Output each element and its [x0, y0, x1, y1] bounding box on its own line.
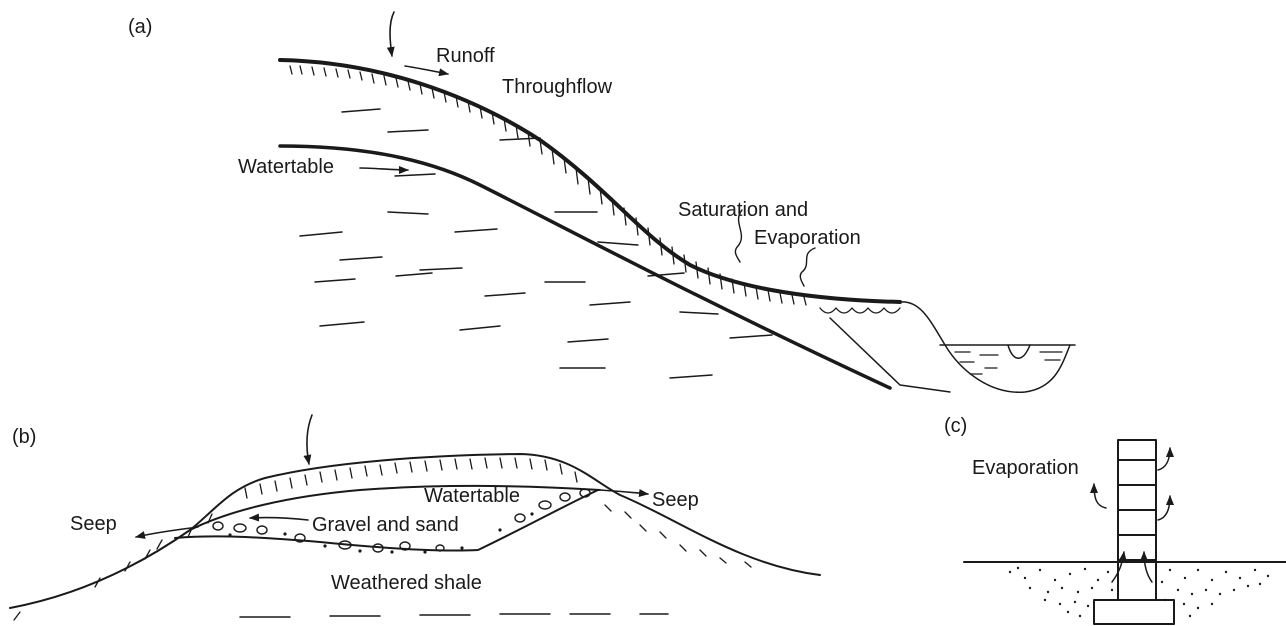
footing: [1094, 600, 1174, 624]
evaporation-arrow-1: [1158, 448, 1170, 470]
hill-hatching: [14, 458, 751, 620]
seep-label-right: Seep: [652, 489, 699, 511]
soil-hatching: [290, 66, 806, 305]
saturation-label: Saturation and: [678, 199, 808, 221]
throughflow-label: Throughflow: [502, 76, 613, 98]
evaporation-arrow-3: [1094, 484, 1106, 508]
seep-label-left: Seep: [70, 513, 117, 535]
evaporation-arrow-2: [1158, 496, 1170, 520]
rain-arrow-b: [307, 415, 312, 464]
panel-c-tag: (c): [944, 415, 967, 437]
shale-dashes: [240, 614, 668, 617]
panel-a: (a) Runoff Throughflow Watertable: [128, 12, 1075, 392]
rain-arrow: [390, 12, 394, 56]
seep-arrow-right: [600, 490, 648, 494]
watertable-line: [280, 146, 890, 388]
runoff-label: Runoff: [436, 45, 495, 67]
capillary-arrow-2: [1144, 552, 1152, 582]
wall-column: [1118, 440, 1156, 600]
watertable-label-a: Watertable: [238, 156, 334, 178]
panel-c: (c): [944, 415, 1286, 624]
slope-toe: [830, 318, 950, 392]
gravel-label: Gravel and sand: [312, 514, 459, 536]
panel-a-tag: (a): [128, 16, 152, 38]
panel-b: (b): [10, 415, 820, 620]
runoff-arrow: [405, 66, 448, 74]
panel-b-tag: (b): [12, 426, 36, 448]
saturation-zone: [820, 308, 900, 313]
strata-dashes: [300, 109, 772, 378]
watertable-arrow-b: [250, 518, 308, 520]
stream-channel: [900, 302, 1075, 392]
shale-label: Weathered shale: [331, 572, 482, 594]
evaporation-label-a: Evaporation: [754, 227, 861, 249]
watertable-arrow: [360, 168, 408, 170]
soil-dots: [1009, 567, 1269, 617]
watertable-label-b: Watertable: [424, 485, 520, 507]
evaporation-leader: [800, 248, 815, 286]
evaporation-label-c: Evaporation: [972, 457, 1079, 479]
